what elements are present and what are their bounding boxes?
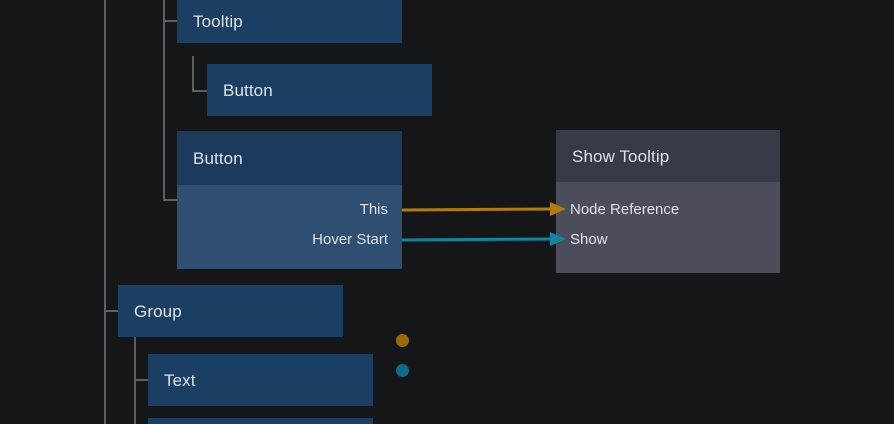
tree-guide-root — [104, 0, 106, 424]
graph-node-header[interactable]: Button — [177, 131, 402, 185]
graph-node-show-tooltip[interactable]: Show Tooltip Node Reference Show — [556, 130, 780, 273]
graph-node-button[interactable]: Button This Hover Start — [177, 131, 409, 377]
input-port-label: Show — [570, 230, 608, 248]
graph-node-title: Show Tooltip — [572, 146, 670, 166]
tree-item-label: Button — [223, 80, 273, 100]
tree-connector-group — [104, 310, 118, 312]
tree-item-tooltip[interactable]: Tooltip — [177, 0, 402, 43]
output-port-hover-start[interactable]: Hover Start — [312, 229, 402, 249]
tree-item-partial-bottom[interactable] — [148, 418, 373, 424]
output-port-dot-hover-start[interactable] — [396, 364, 409, 377]
tree-item-group[interactable]: Group — [118, 285, 343, 337]
tree-guide-level1-top — [163, 0, 165, 200]
graph-node-title: Button — [193, 148, 243, 168]
tree-connector-text — [134, 379, 148, 381]
tree-item-label: Text — [164, 370, 196, 390]
input-port-label: Node Reference — [570, 200, 680, 218]
output-port-label: This — [359, 200, 388, 218]
wire-this-to-node-reference[interactable] — [401, 207, 553, 212]
input-port-node-reference[interactable]: Node Reference — [556, 199, 679, 219]
input-port-show[interactable]: Show — [556, 229, 608, 249]
wire-hover-start-to-show[interactable] — [401, 237, 553, 242]
tree-item-label: Group — [134, 301, 182, 321]
tree-item-button-nested[interactable]: Button — [207, 64, 432, 116]
output-port-label: Hover Start — [312, 230, 388, 248]
graph-node-body: Node Reference Show — [556, 182, 780, 273]
tree-item-text[interactable]: Text — [148, 354, 373, 406]
tree-connector-button — [163, 199, 177, 201]
graph-node-body: This Hover Start — [177, 185, 402, 269]
tree-elbow-nested-button — [192, 56, 209, 92]
output-port-dot-this[interactable] — [396, 334, 409, 347]
tree-item-label: Tooltip — [193, 12, 243, 31]
output-port-this[interactable]: This — [360, 199, 402, 219]
graph-node-header[interactable]: Show Tooltip — [556, 130, 780, 182]
tree-connector-tooltip — [163, 20, 177, 22]
